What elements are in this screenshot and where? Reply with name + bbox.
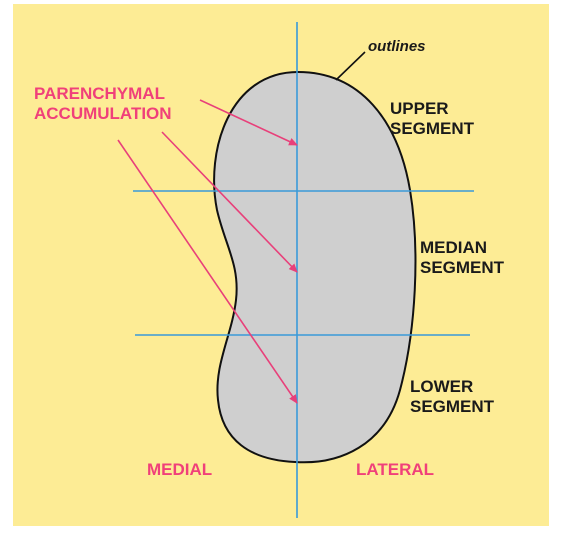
- parenchymal-label-line-2: ACCUMULATION: [34, 104, 172, 124]
- median-segment-label: MEDIAN SEGMENT: [420, 238, 504, 277]
- lateral-label: LATERAL: [356, 460, 434, 480]
- parenchymal-accumulation-label: PARENCHYMAL ACCUMULATION: [34, 84, 172, 123]
- parenchymal-label-line-1: PARENCHYMAL: [34, 84, 172, 104]
- medial-label: MEDIAL: [147, 460, 212, 480]
- median-segment-label-line-2: SEGMENT: [420, 258, 504, 278]
- upper-segment-label: UPPER SEGMENT: [390, 99, 474, 138]
- lower-segment-label-line-1: LOWER: [410, 377, 494, 397]
- upper-segment-label-line-1: UPPER: [390, 99, 474, 119]
- lower-segment-label-line-2: SEGMENT: [410, 397, 494, 417]
- outlines-label: outlines: [368, 38, 426, 55]
- lower-segment-label: LOWER SEGMENT: [410, 377, 494, 416]
- kidney-outline: [214, 72, 415, 462]
- outlines-leader-line: [336, 52, 365, 80]
- median-segment-label-line-1: MEDIAN: [420, 238, 504, 258]
- upper-segment-label-line-2: SEGMENT: [390, 119, 474, 139]
